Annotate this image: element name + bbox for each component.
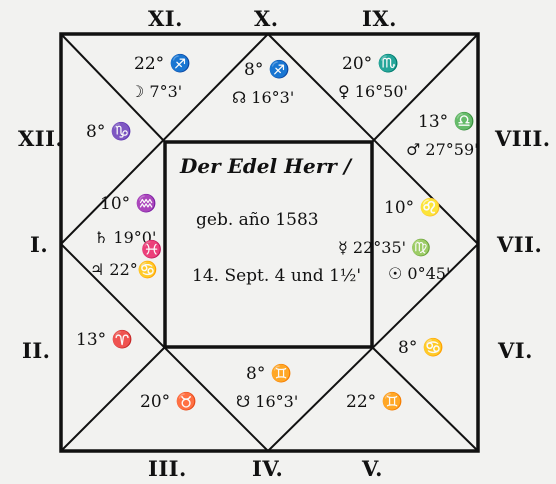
house-number-8: VIII. <box>495 126 551 151</box>
diagonal-tl <box>60 33 166 143</box>
house-1-cusp: 10° ♒ <box>100 194 157 214</box>
house-12-cusp: 8° ♑ <box>86 122 132 142</box>
house-number-4: IV. <box>252 456 284 481</box>
house-2-cusp: 13° ♈ <box>76 330 133 350</box>
house-8-cusp: 13° ♎ <box>418 112 475 132</box>
diagonal-br <box>371 346 479 452</box>
house-5-cusp: 22° ♊ <box>346 392 403 412</box>
birth-year: geb. año 1583 <box>196 210 319 230</box>
midpoint-diamond <box>59 32 480 453</box>
diagonal-bl <box>60 346 166 452</box>
diagonal-tr <box>371 33 479 143</box>
house-number-10: X. <box>254 6 279 31</box>
chart-title: Der Edel Herr / <box>180 154 352 178</box>
inner-square <box>163 140 374 349</box>
house-6-cusp: 8° ♋ <box>398 338 444 358</box>
pisces-intercept-label: ♓ <box>141 240 163 260</box>
birth-date-time: 14. Sept. 4 und 1½' <box>192 266 362 286</box>
house-8-mars: ♂ 27°59' <box>406 140 479 159</box>
house-9-venus: ♀ 16°50' <box>338 82 408 101</box>
house-number-5: V. <box>362 456 383 481</box>
house-number-2: II. <box>22 338 51 363</box>
house-10-cusp: 8° ♐ <box>244 60 290 80</box>
house-number-3: III. <box>148 456 187 481</box>
house-number-11: XI. <box>148 6 183 31</box>
house-7-cusp: 10° ♌ <box>384 198 441 218</box>
house-4-south-node: ☋ 16°3' <box>236 392 299 411</box>
house-1-jupiter: ♃ 22°♋ <box>90 260 158 279</box>
house-number-1: I. <box>30 232 49 257</box>
house-number-12: XII. <box>18 126 64 151</box>
house-4-cusp: 8° ♊ <box>246 364 292 384</box>
house-11-cusp: 22° ♐ <box>134 54 191 74</box>
house-number-9: IX. <box>362 6 397 31</box>
house-10-north-node: ☊ 16°3' <box>232 88 295 107</box>
house-9-cusp: 20° ♏ <box>342 54 399 74</box>
house-1-saturn: ♄ 19°0' <box>94 228 157 247</box>
house-7-mercury: ☿ 22°35' ♍ <box>338 238 432 257</box>
house-number-6: VI. <box>498 338 533 363</box>
house-11-moon: ☽ 7°3' <box>130 82 183 101</box>
outer-square <box>59 32 480 453</box>
house-number-7: VII. <box>497 232 543 257</box>
house-3-cusp: 20° ♉ <box>140 392 197 412</box>
house-7-sun: ☉ 0°45' <box>388 264 451 283</box>
